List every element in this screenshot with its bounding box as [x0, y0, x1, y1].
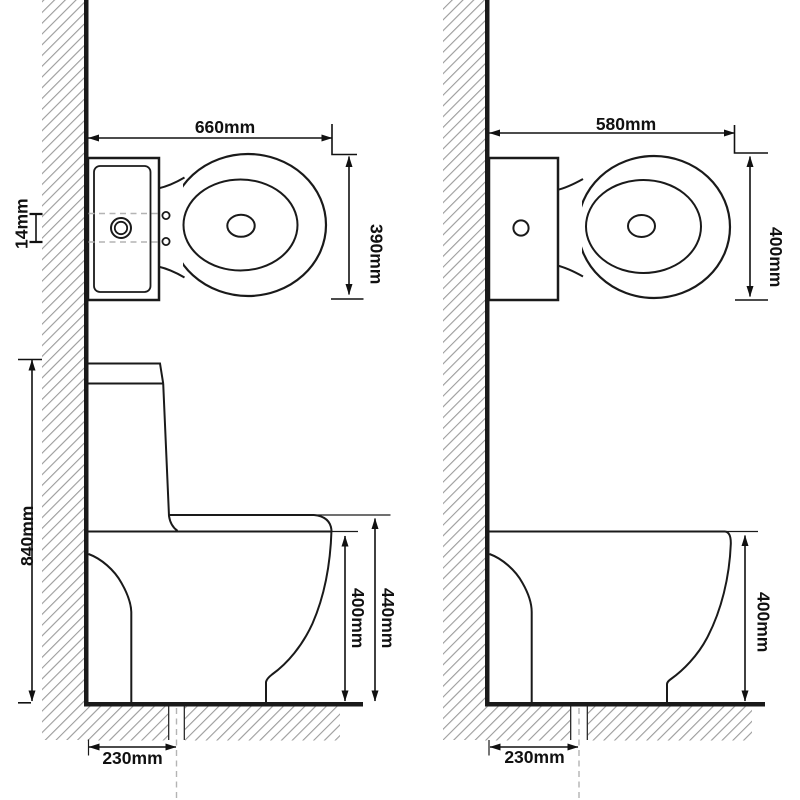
- dim-840mm: 840mm: [17, 358, 42, 704]
- dim-terminal: [733, 125, 768, 154]
- seat-inner-oval: [182, 178, 299, 272]
- right-toilet-side-view: [489, 530, 758, 702]
- right-wall-face-line: [485, 0, 490, 707]
- dim-440mm-left: 440mm: [371, 518, 398, 702]
- hinge-bolt-top: [161, 210, 171, 220]
- left-floor-hatch: [84, 706, 340, 741]
- dim-label-230-right: 230mm: [504, 747, 564, 767]
- left-drain-outlet: [168, 706, 185, 798]
- dim-label-390: 390mm: [367, 224, 387, 284]
- right-floor-hatch: [485, 706, 752, 741]
- dim-400mm-left: 400mm: [341, 535, 368, 702]
- cistern-lid-top: [88, 362, 165, 384]
- right-wall-hatch: [443, 0, 752, 741]
- dim-terminal: [331, 124, 357, 156]
- dim-label-230-left: 230mm: [102, 748, 162, 768]
- flush-button: [512, 219, 530, 237]
- seat-nose: [313, 514, 333, 531]
- dim-label-400-right-side: 400mm: [754, 592, 774, 652]
- bowl-back-curve: [489, 553, 533, 702]
- seat-inner-oval: [585, 179, 702, 274]
- dim-label-440-left: 440mm: [378, 588, 398, 648]
- dim-label-580: 580mm: [596, 114, 656, 134]
- left-toilet-top-view: [86, 152, 328, 302]
- dim-390mm: 390mm: [331, 156, 387, 300]
- dim-label-14: 14mm: [12, 198, 32, 249]
- dim-230mm-right: 230mm: [488, 740, 579, 767]
- hinge-bolt-bottom: [161, 236, 171, 246]
- dim-label-400-left: 400mm: [348, 588, 368, 648]
- dim-660mm: 660mm: [88, 117, 357, 156]
- neck-mask: [557, 186, 582, 268]
- drain-hole-oval: [627, 214, 656, 238]
- dim-label-840: 840mm: [17, 506, 37, 566]
- right-floor-line: [485, 702, 765, 707]
- right-drain-outlet: [570, 706, 588, 798]
- left-wall-face-line: [84, 0, 89, 707]
- dim-580mm: 580mm: [489, 114, 768, 154]
- left-toilet-side-view: [88, 362, 391, 702]
- bowl-front-curve: [265, 529, 333, 702]
- neck-top-edge: [157, 176, 186, 190]
- left-wall-hatch: [42, 0, 340, 741]
- bowl-front-curve: [666, 530, 732, 702]
- dim-400mm-right-side: 400mm: [741, 535, 774, 702]
- dim-400mm-right-top: 400mm: [735, 156, 786, 301]
- dim-230mm-left: 230mm: [87, 739, 177, 768]
- cistern-front: [162, 383, 179, 532]
- dim-label-400-right-top: 400mm: [766, 227, 786, 287]
- dim-end-caps: [29, 212, 43, 244]
- drain-hole-oval: [226, 213, 256, 238]
- neck-bottom-edge: [157, 265, 186, 279]
- dim-label-660: 660mm: [195, 117, 255, 137]
- bowl-back-curve: [88, 553, 133, 702]
- dim-14mm: 14mm: [12, 198, 43, 249]
- right-toilet-top-view: [487, 154, 732, 302]
- flush-button-inner: [113, 220, 129, 236]
- neck-mask: [158, 184, 183, 268]
- seat-outer-oval: [168, 152, 328, 298]
- left-floor-line: [84, 702, 363, 707]
